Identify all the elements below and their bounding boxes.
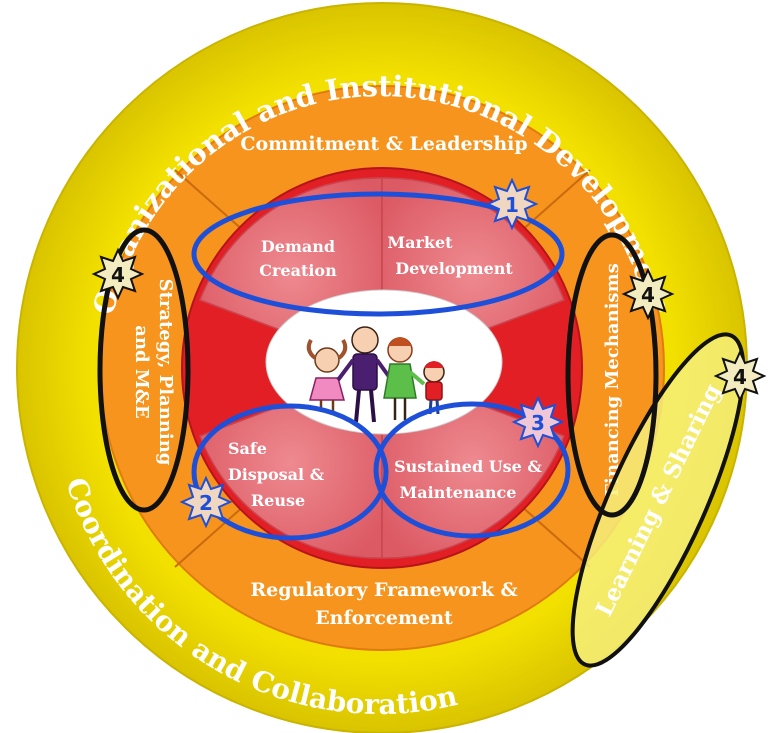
financing-label: Financing Mechanisms (602, 263, 623, 497)
regulatory-label-line1: Regulatory Framework & (250, 579, 517, 601)
strategy-label-line1: Strategy, Planning (155, 279, 176, 466)
market-label-line1: Market (387, 233, 453, 252)
badge-learning: 4 (713, 349, 767, 403)
badge-strategy-number: 4 (111, 263, 125, 287)
blue-highlights (191, 191, 571, 541)
demand-label-line1: Demand (261, 237, 335, 256)
badge-market: 1 (485, 177, 539, 231)
highlight-sustained (373, 401, 571, 539)
market-label-line2: Development (395, 259, 513, 278)
disposal-label-line2: Disposal & (228, 465, 325, 484)
badge-disposal-number: 2 (199, 491, 213, 515)
family-image (306, 326, 445, 423)
sustained-label-line1: Sustained Use & (394, 457, 542, 476)
badge-sustained: 3 (511, 395, 565, 449)
sustained-label-line2: Maintenance (400, 483, 517, 502)
black-highlights (97, 227, 659, 518)
disposal-label-line3: Reuse (251, 491, 305, 510)
highlight-financing (565, 232, 659, 518)
highlight-demand-market (191, 191, 565, 317)
demand-label-line2: Creation (259, 261, 337, 280)
disposal-label-line1: Safe (228, 439, 267, 458)
highlight-disposal (191, 403, 389, 541)
badge-market-number: 1 (505, 193, 519, 217)
strategy-label: Strategy, Planning and M&E (131, 279, 176, 466)
middle-ring-dividers (174, 169, 591, 568)
regulatory-label-line2: Enforcement (315, 607, 453, 629)
badge-disposal: 2 (179, 475, 233, 529)
badge-learning-number: 4 (733, 365, 747, 389)
learning-sharing-highlight (570, 332, 746, 668)
badge-financing-number: 4 (641, 283, 655, 307)
commitment-label: Commitment & Leadership (240, 133, 527, 155)
badge-strategy: 4 (91, 247, 145, 301)
financing-label-text: Financing Mechanisms (602, 263, 623, 497)
highlight-strategy (97, 227, 191, 513)
strategy-label-line2: and M&E (131, 325, 152, 419)
badge-financing: 4 (621, 267, 675, 321)
badge-sustained-number: 3 (531, 411, 545, 435)
